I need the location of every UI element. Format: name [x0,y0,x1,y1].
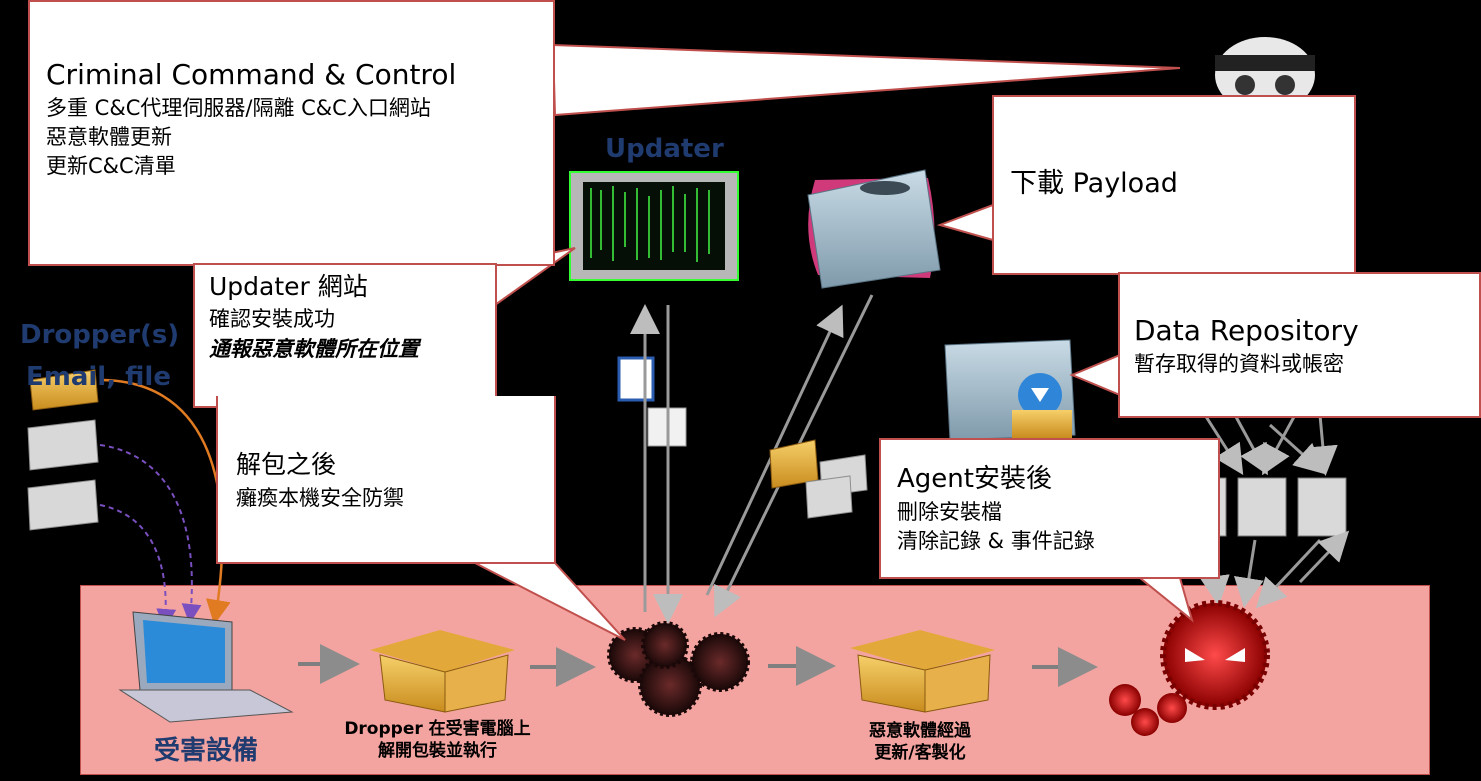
unpack-title: 解包之後 [236,450,337,479]
step-malware-line-2: 更新/客製化 [874,743,966,763]
updater-site-title: Updater 網站 [209,272,368,301]
malware-cluster-icon [607,621,750,717]
cnc-title: Criminal Command & Control [46,58,457,91]
agent-line-2: 清除記錄 & 事件記錄 [897,529,1095,553]
repository-title: Data Repository [1134,314,1359,347]
updater-monitor-icon [569,171,739,281]
repo-callout-tail [1069,353,1121,397]
cnc-line-3: 更新C&C清單 [46,154,176,178]
step-malware-line-1: 惡意軟體經過 [869,721,971,741]
updater-site-line-1: 確認安裝成功 [209,307,335,331]
unpack-callout-tail [474,562,626,641]
step-dropper-caption: Dropper 在受害電腦上 解開包裝並執行 [330,718,545,762]
victim-laptop-icon [118,611,294,723]
agent-callout: Agent安裝後 刪除安裝檔 清除記錄 & 事件記錄 [879,438,1220,579]
cnc-line-2: 惡意軟體更新 [46,125,172,149]
updater-site-callout: Updater 網站 確認安裝成功 通報惡意軟體所在位置 [193,263,497,408]
agent-callout-tail [1137,577,1194,623]
unpack-line-1: 癱瘓本機安全防禦 [236,486,404,510]
dropper-email-box-icon [29,369,99,411]
repository-callout: Data Repository 暫存取得的資料或帳密 [1118,272,1481,418]
repository-folder-icon [944,339,1076,441]
cnc-line-1: 多重 C&C代理伺服器/隔離 C&C入口網站 [46,96,431,120]
hacker-icon [1215,37,1315,113]
victim-label: 受害設備 [154,736,259,766]
payload-title: 下載 Payload [1010,168,1178,199]
updater-label: Updater [605,134,724,164]
email-file-label: Email, file [26,362,171,392]
step-dropper-line-2: 解開包裝並執行 [378,741,497,761]
malware-box-icon [850,630,995,713]
payload-callout: 下載 Payload [992,95,1356,275]
cnc-callout: Criminal Command & Control 多重 C&C代理伺服器/隔… [28,0,555,266]
payload-callout-tail [936,203,994,242]
dropper-open-box-icon [370,630,515,713]
step-malware-caption: 惡意軟體經過 更新/客製化 [830,720,1010,764]
step-dropper-line-1: Dropper 在受害電腦上 [344,719,531,739]
agent-title: Agent安裝後 [897,464,1052,494]
checklist-icon [617,356,655,402]
payload-folder-icon [807,169,941,289]
updater-site-line-2: 通報惡意軟體所在位置 [209,337,419,361]
package-boxes-icon [769,439,868,519]
dropper-label: Dropper(s) [20,320,180,350]
repository-line-1: 暫存取得的資料或帳密 [1134,352,1344,376]
unpack-callout: 解包之後 癱瘓本機安全防禦 [216,396,556,564]
red-malware-icon [1109,600,1270,736]
agent-line-1: 刪除安裝檔 [897,500,1002,524]
dropper-file-box-icon [27,419,99,531]
